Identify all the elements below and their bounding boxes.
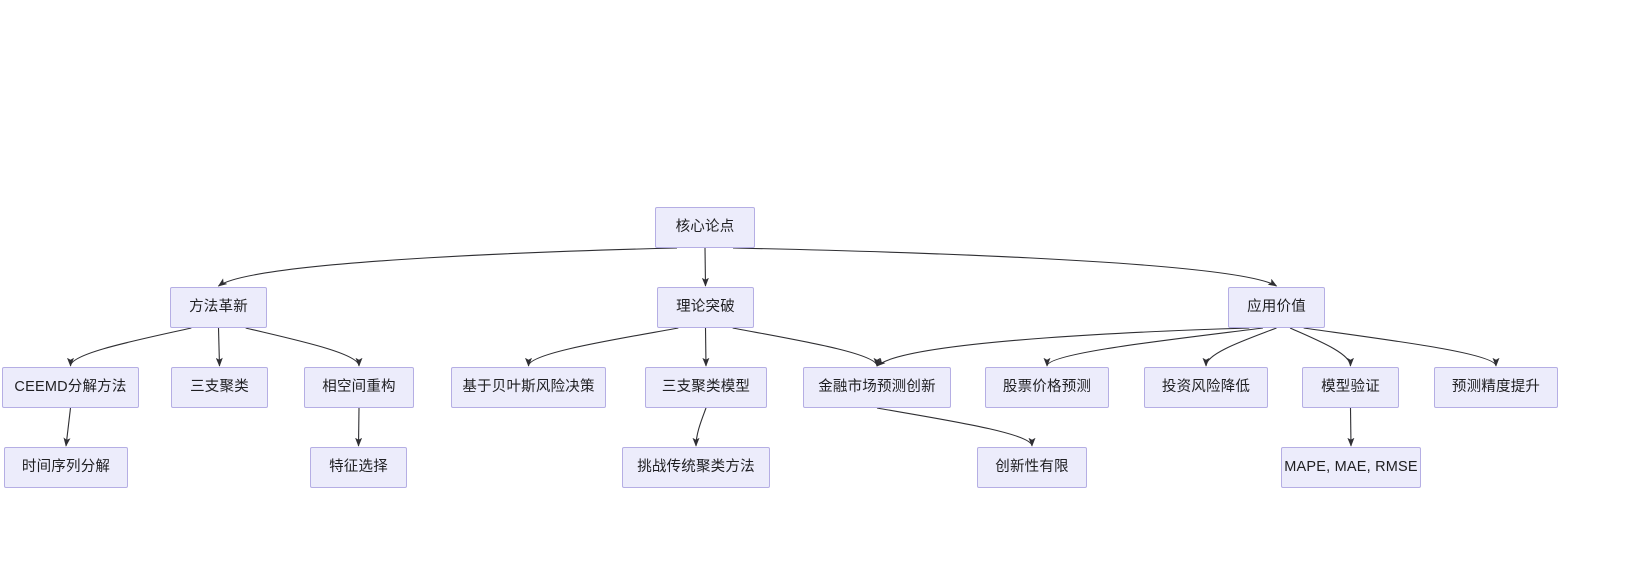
node-label: 股票价格预测	[1002, 379, 1092, 396]
edge-l2b-to-l3b2	[702, 327, 710, 367]
node-label: 方法革新	[189, 299, 248, 316]
node-label: MAPE, MAE, RMSE	[1284, 459, 1418, 476]
edge-root-to-l2c	[732, 247, 1278, 287]
node-label: 预测精度提升	[1451, 379, 1541, 396]
node-label: 模型验证	[1321, 379, 1380, 396]
node-label: 挑战传统聚类方法	[637, 459, 755, 476]
node-label: 特征选择	[329, 459, 388, 476]
node-label: 三支聚类模型	[661, 379, 751, 396]
node-l3a2[interactable]: 三支聚类	[171, 367, 268, 408]
edge-l2a-to-l3a2	[215, 327, 223, 367]
edge-l2c-to-l3c3	[1289, 327, 1354, 367]
edge-l3c3-to-l4c1	[1347, 407, 1355, 447]
edge-l2a-to-l3a1	[67, 327, 192, 367]
edge-l2c-to-l3c2	[1202, 327, 1277, 367]
edge-l2c-to-l3b3	[876, 327, 1250, 367]
node-label: 三支聚类	[190, 379, 249, 396]
node-l4b1[interactable]: 挑战传统聚类方法	[622, 447, 770, 488]
edge-l2c-to-l3c1	[1043, 327, 1263, 367]
edge-l3b2-to-l4b1	[692, 407, 707, 447]
node-label: 相空间重构	[322, 379, 396, 396]
node-l3a1[interactable]: CEEMD分解方法	[2, 367, 139, 408]
node-label: 创新性有限	[995, 459, 1069, 476]
edge-l3a1-to-l4a1	[63, 407, 72, 447]
node-l4a2[interactable]: 特征选择	[310, 447, 407, 488]
node-label: 基于贝叶斯风险决策	[462, 379, 595, 396]
edge-l2b-to-l3b3	[732, 327, 881, 367]
node-l2c[interactable]: 应用价值	[1228, 287, 1325, 328]
node-l3a3[interactable]: 相空间重构	[304, 367, 414, 408]
node-label: 投资风险降低	[1161, 379, 1251, 396]
edge-l3a3-to-l4a2	[355, 407, 363, 447]
node-label: 时间序列分解	[21, 459, 111, 476]
node-l3c3[interactable]: 模型验证	[1302, 367, 1399, 408]
node-root[interactable]: 核心论点	[655, 207, 755, 248]
node-l3b1[interactable]: 基于贝叶斯风险决策	[451, 367, 606, 408]
node-l4a1[interactable]: 时间序列分解	[4, 447, 128, 488]
node-l3c4[interactable]: 预测精度提升	[1434, 367, 1558, 408]
node-label: CEEMD分解方法	[14, 379, 127, 396]
node-l3c1[interactable]: 股票价格预测	[985, 367, 1109, 408]
node-l2a[interactable]: 方法革新	[170, 287, 267, 328]
edge-root-to-l2a	[217, 247, 678, 287]
node-label: 金融市场预测创新	[818, 379, 936, 396]
edge-paths	[63, 247, 1500, 447]
node-l2b[interactable]: 理论突破	[657, 287, 754, 328]
edge-root-to-l2b	[701, 247, 709, 287]
node-label: 核心论点	[675, 219, 735, 236]
edge-l2a-to-l3a3	[245, 327, 363, 367]
edge-l3b3-to-l4b2	[876, 407, 1036, 447]
edge-l2b-to-l3b1	[525, 327, 679, 367]
node-label: 应用价值	[1247, 299, 1306, 316]
node-l4c1[interactable]: MAPE, MAE, RMSE	[1281, 447, 1421, 488]
node-l3c2[interactable]: 投资风险降低	[1144, 367, 1268, 408]
edge-l2c-to-l3c4	[1303, 327, 1500, 367]
node-label: 理论突破	[676, 299, 735, 316]
node-l4b2[interactable]: 创新性有限	[977, 447, 1087, 488]
node-l3b2[interactable]: 三支聚类模型	[645, 367, 767, 408]
node-l3b3[interactable]: 金融市场预测创新	[803, 367, 951, 408]
